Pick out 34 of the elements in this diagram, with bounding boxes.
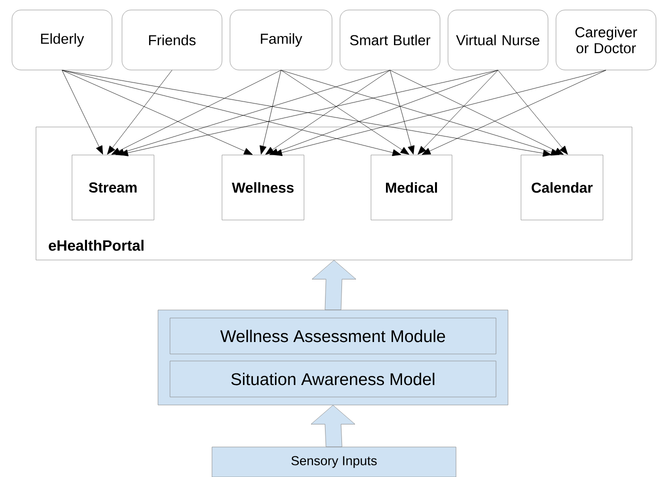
arrow [107, 70, 172, 155]
arrow [265, 70, 390, 155]
arrow [62, 70, 103, 154]
arrow [280, 70, 560, 156]
actor-box: Caregiver or Doctor [556, 10, 656, 70]
actor-box: Friends [122, 10, 222, 70]
module-layer-box: Sensory Inputs [212, 446, 456, 477]
block-arrow [310, 405, 356, 447]
actor-box: Family [230, 10, 332, 70]
actor-box: Smart Butler [340, 10, 440, 70]
section-box: Stream [72, 154, 154, 220]
actor-box: Virtual Nurse [448, 10, 548, 70]
module-layer-box: Wellness Assessment Module [170, 318, 496, 354]
arrow [390, 70, 414, 154]
arrow [269, 70, 498, 155]
arrow [280, 70, 410, 155]
arrow [260, 70, 282, 154]
module-layer-box: Situation Awareness Model [170, 360, 496, 398]
arrow [111, 70, 282, 155]
arrow [498, 70, 568, 155]
arrow [62, 70, 253, 155]
arrow [119, 70, 498, 156]
actor-box: Elderly [12, 10, 112, 70]
arrow [422, 70, 606, 155]
block-arrow [312, 260, 356, 310]
arrow [273, 70, 606, 156]
section-box: Calendar [520, 154, 604, 220]
arrow [62, 70, 552, 157]
arrow [115, 70, 390, 156]
arrow [390, 70, 564, 155]
section-box: Medical [370, 154, 452, 220]
arrow [418, 70, 498, 155]
section-box: Wellness [222, 154, 304, 220]
arrow [62, 70, 402, 156]
